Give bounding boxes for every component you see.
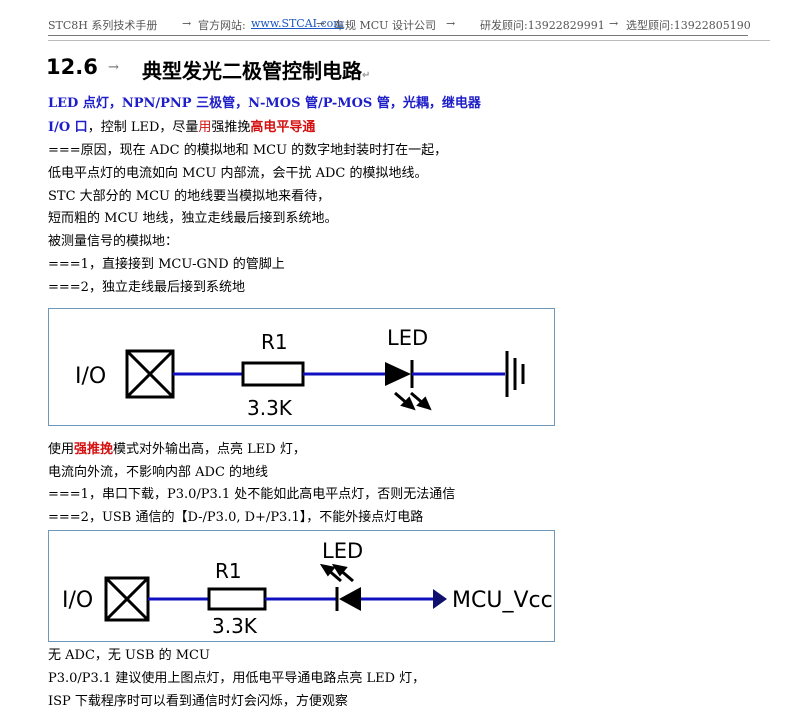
page-header: STC8H 系列技术手册 → 官方网站: www.STCAI.com → 车规 …	[48, 17, 770, 39]
vcc-label: MCU_Vcc	[452, 588, 553, 613]
push-pull-line-1: 使用强推挽模式对外输出高，点亮 LED 灯，	[48, 442, 306, 457]
intro-line-5: STC 大部分的 MCU 的地线要当模拟地来看待，	[48, 189, 331, 204]
company-name: 车规 MCU 设计公司	[334, 19, 436, 32]
header-arrow: →	[316, 17, 326, 30]
header-arrow: →	[182, 17, 192, 30]
note-line-2: P3.0/P3.1 建议使用上图点灯，用低电平导通电路点亮 LED 灯，	[48, 671, 426, 686]
intro-line-2: I/O 口，控制 LED，尽量用强推挽高电平导通	[48, 120, 316, 135]
section-title: 典型发光二极管控制电路↵	[142, 59, 371, 83]
site-link[interactable]: www.STCAI.com	[251, 17, 344, 30]
header-arrow: →	[609, 17, 619, 30]
led-diode-icon	[335, 587, 361, 611]
section-arrow: →	[108, 60, 119, 75]
header-rule-secondary	[48, 40, 770, 41]
circuit-1-diagram: I/O R1 3.3K LED	[75, 326, 525, 420]
section-number: 12.6	[46, 55, 98, 79]
resistor-label: R1	[215, 559, 242, 583]
circuit-2-diagram: I/O R1 3.3K LED MCU_Vcc	[62, 539, 553, 638]
led-label: LED	[322, 539, 363, 563]
push-pull-line-4: ===2，USB 通信的【D-/P3.0, D+/P3.1】，不能外接点灯电路	[48, 510, 424, 525]
ground-icon	[505, 351, 525, 397]
intro-line-8: ===1，直接接到 MCU-GND 的管脚上	[48, 257, 285, 272]
push-pull-line-3: ===1，串口下载，P3.0/P3.1 处不能如此高电平点灯，否则无法通信	[48, 487, 456, 502]
push-pull-line-2: 电流向外流，不影响内部 ADC 的地线	[48, 465, 269, 480]
manual-title: STC8H 系列技术手册	[48, 19, 158, 32]
circuit-high-level-led: I/O R1 3.3K LED	[48, 308, 555, 426]
light-emission-arrows-icon	[394, 391, 432, 411]
circuit-low-level-led: I/O R1 3.3K LED MCU_Vcc	[48, 530, 555, 642]
resistor-value: 3.3K	[212, 614, 258, 638]
arrow-icon	[433, 589, 447, 609]
resistor-symbol	[241, 361, 305, 387]
intro-line-7: 被测量信号的模拟地：	[48, 234, 179, 249]
resistor-label: R1	[261, 330, 288, 354]
led-diode-icon	[385, 360, 414, 388]
io-label: I/O	[75, 364, 106, 389]
resistor-symbol	[207, 587, 267, 611]
resistor-value: 3.3K	[247, 396, 293, 420]
led-label: LED	[387, 326, 428, 350]
rd-consultant: 研发顾问:13922829991	[480, 19, 605, 32]
intro-line-9: ===2，独立走线最后接到系统地	[48, 280, 245, 295]
intro-line-3: ===原因，现在 ADC 的模拟地和 MCU 的数字地封装时打在一起，	[48, 143, 448, 158]
note-line-3: ISP 下载程序时可以看到通信时灯会闪烁，方便观察	[48, 694, 348, 709]
io-pin-icon	[125, 349, 175, 399]
site-label: 官方网站:	[198, 19, 246, 32]
note-line-1: 无 ADC，无 USB 的 MCU	[48, 648, 210, 663]
io-pin-icon	[104, 576, 150, 622]
intro-line-4: 低电平点灯的电流如向 MCU 内部流，会干扰 ADC 的模拟地线。	[48, 166, 428, 181]
light-emission-arrows-icon	[319, 563, 354, 583]
intro-line-1: LED 点灯，NPN/PNP 三极管，N-MOS 管/P-MOS 管，光耦，继电…	[48, 96, 481, 111]
header-rule	[48, 35, 748, 36]
intro-line-6: 短而粗的 MCU 地线，独立走线最后接到系统地。	[48, 211, 338, 226]
header-arrow: →	[446, 17, 456, 30]
sel-consultant: 选型顾问:13922805190	[626, 19, 751, 32]
io-label: I/O	[62, 588, 93, 613]
